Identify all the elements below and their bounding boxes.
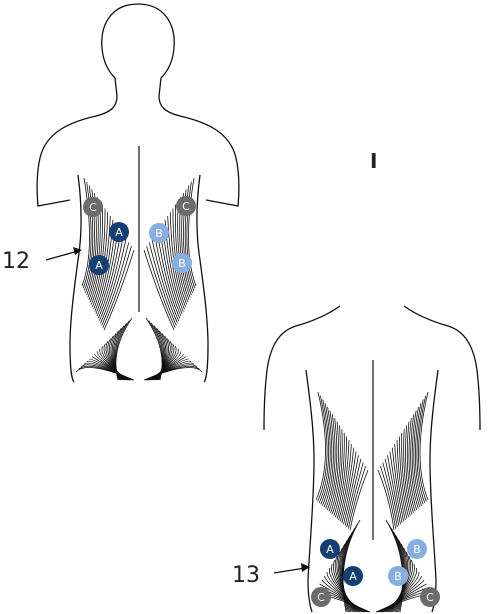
top-figure: 12 C A A C B B — [2, 4, 239, 382]
bottom-marker-b-upper: B — [407, 539, 427, 559]
top-marker-c-left: C — [83, 197, 103, 217]
marker-c-label: C — [182, 200, 190, 213]
marker-b-label: B — [178, 257, 186, 270]
marker-b-label: B — [394, 570, 402, 583]
bottom-callout-number: 13 — [232, 563, 260, 588]
bottom-marker-b-lower: B — [388, 566, 408, 586]
top-callout-arrowhead — [73, 247, 82, 255]
marker-b-label: B — [155, 227, 163, 240]
marker-b-label: B — [413, 543, 421, 556]
marker-a-label: A — [326, 543, 334, 556]
marker-a-label: A — [115, 226, 123, 239]
bottom-marker-c-right: C — [420, 587, 440, 607]
top-marker-c-right: C — [176, 196, 196, 216]
marker-c-label: C — [317, 591, 325, 604]
top-marker-a-upper: A — [109, 222, 129, 242]
muscle-fiber-stroke — [331, 425, 341, 512]
marker-c-label: C — [89, 201, 97, 214]
top-marker-a-lower: A — [89, 255, 109, 275]
top-marker-b-lower: B — [172, 253, 192, 273]
top-callout-number: 12 — [2, 249, 30, 274]
bottom-marker-c-left: C — [311, 587, 331, 607]
marker-a-label: A — [95, 259, 103, 272]
bottom-body-outline — [264, 306, 480, 430]
top-body-outline — [37, 4, 239, 206]
marker-c-label: C — [426, 591, 434, 604]
bottom-callout-arrow — [274, 568, 305, 573]
top-marker-b-upper: B — [149, 223, 169, 243]
figure-roman-label: I — [370, 149, 377, 173]
bottom-marker-a-upper: A — [320, 539, 340, 559]
bottom-figure: 13 A A C B B C — [232, 306, 480, 612]
marker-a-label: A — [349, 570, 357, 583]
top-callout-arrow — [46, 251, 78, 260]
bottom-marker-a-lower: A — [343, 566, 363, 586]
